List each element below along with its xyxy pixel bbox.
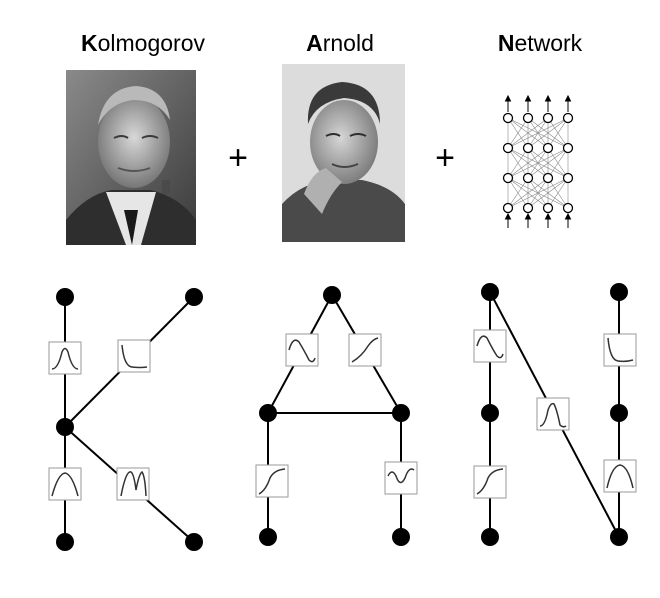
network-edge xyxy=(527,177,569,209)
network-node xyxy=(542,142,554,154)
activation-box-wave xyxy=(473,329,507,363)
letter-k xyxy=(48,288,203,551)
activation-box-rise xyxy=(348,333,382,367)
network-edge xyxy=(507,177,569,209)
network-arrowhead xyxy=(544,212,552,220)
network-edge xyxy=(547,117,569,149)
network-node xyxy=(502,202,514,214)
network-node xyxy=(522,202,534,214)
node xyxy=(610,283,628,301)
activation-box-dip-rise xyxy=(384,461,418,495)
title-arnold: Arnold xyxy=(306,30,374,56)
letter-n xyxy=(473,283,637,546)
network-node xyxy=(562,142,574,154)
network-edge xyxy=(507,117,549,149)
node xyxy=(610,528,628,546)
plus-sign-1: + xyxy=(228,139,248,177)
node xyxy=(56,533,74,551)
activation-box-wave xyxy=(116,467,150,501)
network-node xyxy=(502,112,514,124)
node xyxy=(259,528,277,546)
network-arrowhead xyxy=(544,94,552,102)
network-arrowhead xyxy=(504,94,512,102)
title-kolmogorov: Kolmogorov xyxy=(80,30,206,56)
network-node xyxy=(562,202,574,214)
network-edge xyxy=(507,177,549,209)
network-icon xyxy=(502,94,574,228)
network-edge xyxy=(527,147,569,179)
node xyxy=(323,286,341,304)
network-arrowhead xyxy=(524,212,532,220)
network-arrowhead xyxy=(524,94,532,102)
activation-box-bump xyxy=(48,467,82,501)
activation-box-decay xyxy=(117,339,151,373)
network-node xyxy=(542,112,554,124)
network-node xyxy=(502,172,514,184)
network-arrowhead xyxy=(564,94,572,102)
node xyxy=(259,404,277,422)
activation-box-rise xyxy=(473,465,507,499)
network-edge xyxy=(507,117,569,149)
network-node xyxy=(542,202,554,214)
letter-a xyxy=(255,286,418,546)
node xyxy=(392,404,410,422)
network-node xyxy=(562,112,574,124)
network-edge xyxy=(507,147,529,179)
activation-box-decay xyxy=(603,333,637,367)
kolmogorov-photo xyxy=(66,70,196,245)
plus-sign-2: + xyxy=(435,139,455,177)
network-edge xyxy=(547,147,569,179)
activation-box-wave xyxy=(285,333,319,367)
network-edge xyxy=(507,147,569,179)
network-arrowhead xyxy=(564,212,572,220)
node xyxy=(392,528,410,546)
node xyxy=(56,418,74,436)
node xyxy=(481,528,499,546)
network-edge xyxy=(507,147,549,179)
node xyxy=(481,404,499,422)
title-network: Network xyxy=(497,30,583,56)
node xyxy=(56,288,74,306)
network-edge xyxy=(527,117,569,149)
network-node xyxy=(522,172,534,184)
network-node xyxy=(502,142,514,154)
network-node xyxy=(522,112,534,124)
network-edge xyxy=(507,177,529,209)
node xyxy=(185,533,203,551)
network-arrowhead xyxy=(504,212,512,220)
network-edge xyxy=(547,177,569,209)
activation-box-wave xyxy=(536,397,570,431)
network-node xyxy=(562,172,574,184)
node xyxy=(185,288,203,306)
arnold-photo xyxy=(282,64,405,242)
node xyxy=(610,404,628,422)
activation-box-bump xyxy=(48,341,82,375)
network-node xyxy=(522,142,534,154)
network-node xyxy=(542,172,554,184)
activation-box-bump xyxy=(603,459,637,493)
activation-box-rise xyxy=(255,464,289,498)
network-edge xyxy=(507,117,529,149)
node xyxy=(481,283,499,301)
